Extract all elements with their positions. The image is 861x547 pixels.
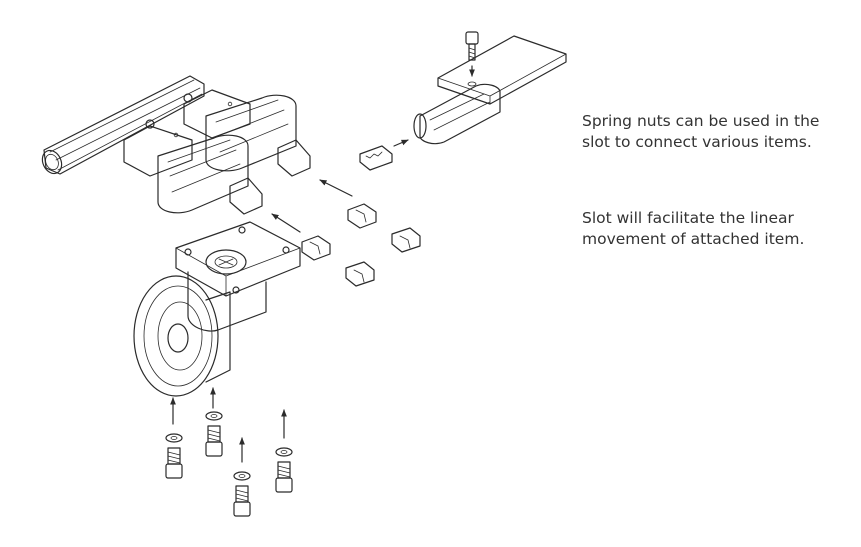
slide-nut-1 (347, 203, 377, 229)
slide-nut-4 (345, 261, 375, 287)
caster-wheel (133, 221, 301, 397)
callout-spring-nuts: Spring nuts can be used in the slot to c… (582, 112, 820, 151)
copper-profile-right (205, 94, 311, 177)
slide-nut-3 (301, 235, 331, 261)
arrow-icon (271, 179, 353, 233)
cap-screw-icon (205, 425, 223, 457)
cap-screw-icon (275, 461, 293, 493)
top-cap-screw (465, 31, 479, 87)
spring-nut-icon (359, 139, 409, 171)
cap-screw-icon (165, 447, 183, 479)
mounting-plate-top (437, 35, 567, 105)
arrow-icon (170, 387, 287, 463)
washer-icon (165, 411, 293, 481)
callout-slot-linear-movement: Slot will facilitate the linear movement… (582, 209, 805, 248)
copper-profile-top (413, 83, 501, 145)
joint-connectors (123, 89, 251, 177)
slide-nut-2 (391, 227, 421, 253)
cap-screw-icon (233, 485, 251, 517)
horizontal-pipe (41, 75, 205, 175)
copper-profile-left (157, 134, 263, 215)
